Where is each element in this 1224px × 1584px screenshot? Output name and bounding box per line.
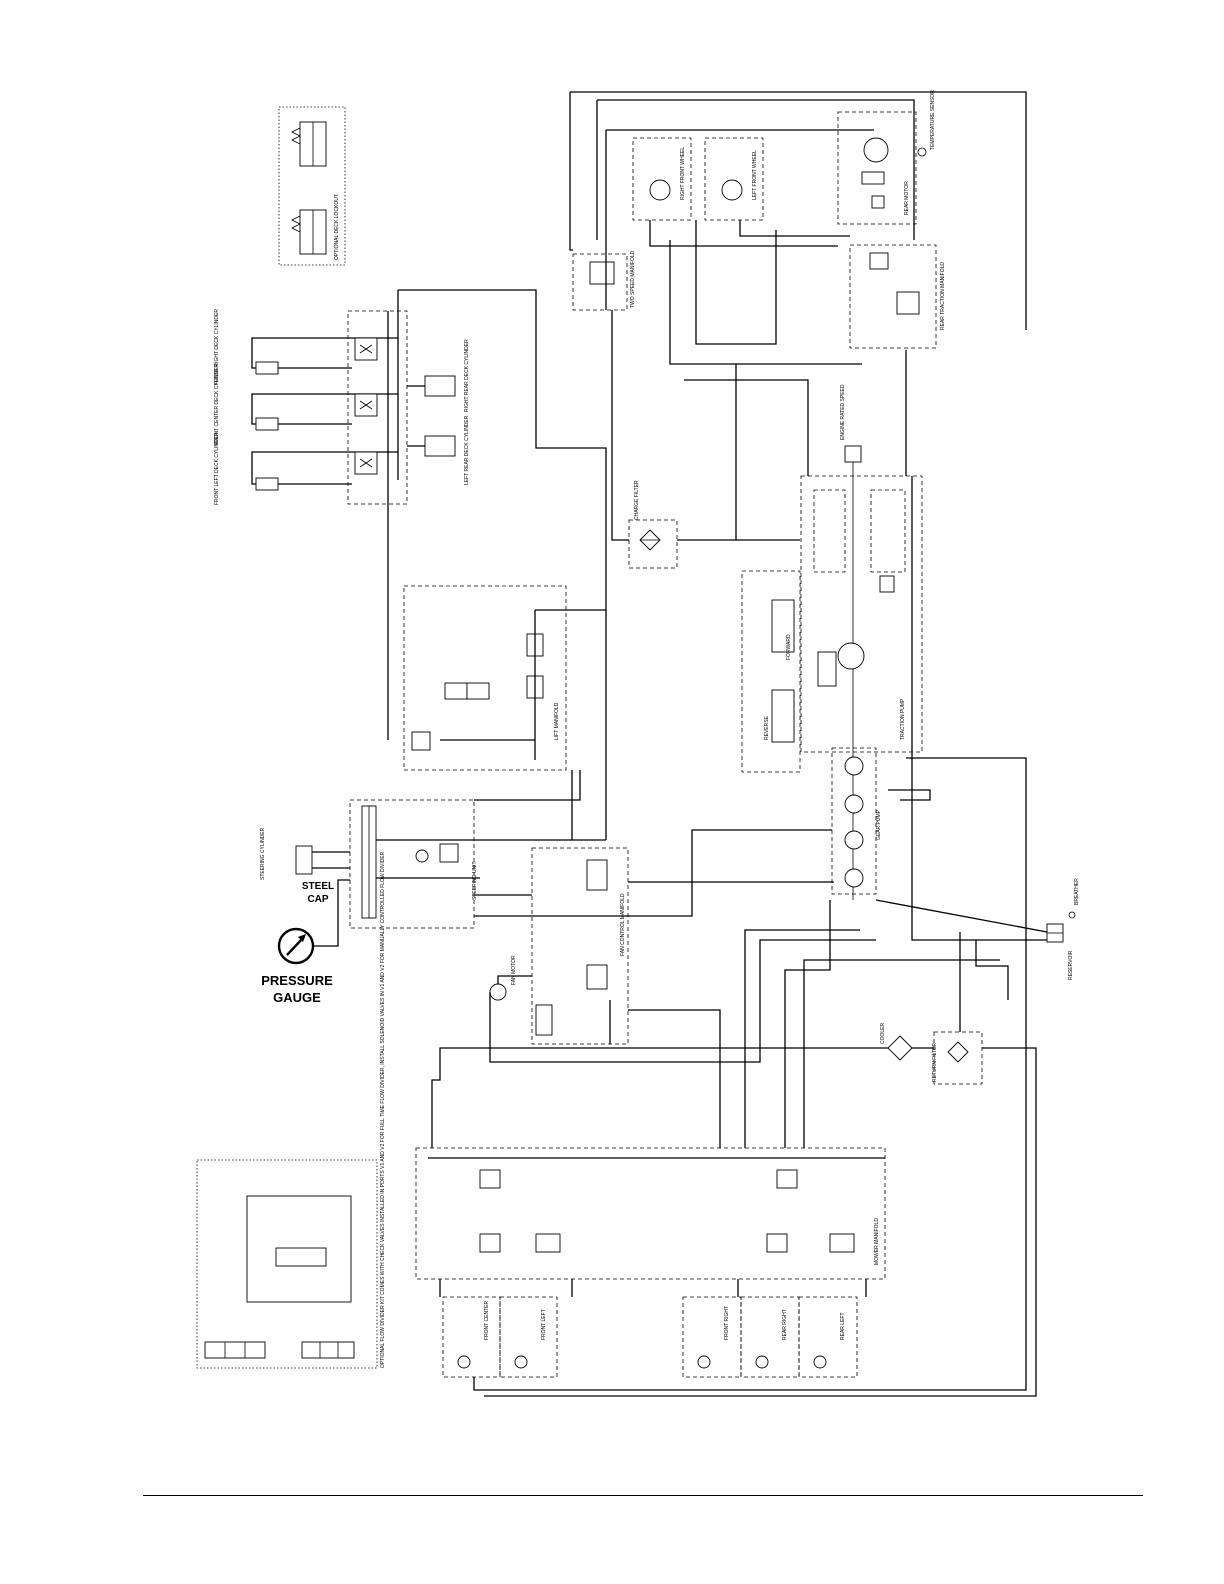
fan-control-manifold: FAN CONTROL MANIFOLD FAN MOTOR [489, 847, 629, 1045]
steering-unit: STEERING UNIT [349, 799, 606, 929]
right-front-wheel-label: RIGHT FRONT WHEEL [680, 147, 686, 200]
left-rear-cylinder-label: LEFT REAR DECK CYLINDER [464, 415, 470, 485]
rear-traction-manifold: REAR TRACTION MANIFOLD [849, 244, 946, 349]
two-speed-manifold: TWO SPEED MANIFOLD [572, 250, 636, 311]
mower-manifold-label: MOWER MANIFOLD [874, 1218, 880, 1265]
pressure-gauge [277, 879, 350, 965]
reel-front-right-label: FRONT RIGHT [724, 1306, 730, 1340]
lift-manifold: LIFT MANIFOLD [403, 585, 606, 771]
cooler-and-return-filter: COOLER RETURN FILTER [880, 1022, 983, 1085]
front-left-cylinder-label: FRONT LEFT DECK CYLINDER [214, 432, 220, 505]
deck-manifold-box [347, 290, 408, 740]
traction-pump-label: TRACTION PUMP [900, 698, 906, 740]
return-filter-label: RETURN FILTER [932, 1043, 938, 1082]
engine-speed-label: ENGINE RATED SPEED [840, 384, 846, 440]
reel-rear-left-label: REAR LEFT [840, 1312, 846, 1340]
deck-cylinders: FRONT RIGHT DECK CYLINDER FRONT CENTER D… [214, 309, 398, 505]
reservoir-label: RESERVOIR [1068, 950, 1074, 980]
pressure-gauge-callout: PRESSURE GAUGE [261, 973, 333, 1005]
reel-front-center-label: FRONT CENTER [484, 1301, 490, 1340]
front-wheel-motors: RIGHT FRONT WHEEL LEFT FRONT WHEEL [632, 137, 764, 221]
steering-cylinder-label: STEERING CYLINDER [260, 827, 266, 880]
front-center-cylinder-label: FRONT CENTER DECK CYLINDER [214, 364, 220, 445]
rear-motor-label: REAR MOTOR [904, 181, 910, 215]
rear-traction-manifold-label: REAR TRACTION MANIFOLD [940, 262, 946, 330]
two-speed-manifold-label: TWO SPEED MANIFOLD [630, 250, 636, 308]
steel-cap-callout: STEEL CAP [301, 881, 335, 905]
right-rear-cylinder-label: RIGHT REAR DECK CYLINDER [464, 339, 470, 412]
reel-front-left-label: FRONT LEFT [541, 1309, 547, 1340]
charge-filter-label: CHARGE FILTER [634, 480, 640, 520]
hydraulic-lines [398, 91, 1048, 1397]
optional-flow-divider-box: OPTIONAL FLOW DIVIDER KIT COMES WITH CHE… [196, 851, 386, 1369]
gear-pump-label: GEAR PUMP [876, 809, 882, 840]
front-right-cylinder-label: FRONT RIGHT DECK CYLINDER [214, 309, 220, 385]
lift-manifold-label: LIFT MANIFOLD [554, 702, 560, 740]
traction-pump: TRACTION PUMP ENGINE RATED SPEED FORWARD… [741, 384, 923, 900]
steering-cylinder: STEERING CYLINDER [260, 827, 350, 880]
steering-unit-label: STEERING UNIT [472, 861, 478, 900]
mower-manifold: MOWER MANIFOLD [415, 1147, 886, 1280]
breather-label: BREATHER [1074, 878, 1080, 905]
reel-motors: FRONT CENTER FRONT LEFT FRONT RIGHT REAR… [442, 1296, 858, 1378]
reverse-label-pump: REVERSE [764, 715, 770, 740]
left-front-wheel-label: LEFT FRONT WHEEL [752, 150, 758, 200]
fan-motor-label: FAN MOTOR [511, 955, 517, 985]
rear-motor: REAR MOTOR TEMPERATURE SENSOR [837, 90, 936, 225]
fan-control-manifold-label: FAN CONTROL MANIFOLD [620, 893, 626, 956]
reservoir: RESERVOIR BREATHER [1046, 878, 1080, 980]
charge-filter: CHARGE FILTER [628, 480, 678, 569]
flow-divider-note: OPTIONAL FLOW DIVIDER KIT COMES WITH CHE… [380, 851, 386, 1368]
optional-deck-lockout-label: OPTIONAL DECK LOCKOUT [334, 194, 340, 260]
forward-label-pump: FORWARD [786, 634, 792, 660]
gear-pump: GEAR PUMP [831, 747, 882, 895]
reel-rear-right-label: REAR RIGHT [782, 1309, 788, 1340]
temperature-sensor-label: TEMPERATURE SENSOR [930, 90, 936, 150]
footer-rule [143, 1495, 1143, 1496]
rear-deck-cylinders: RIGHT REAR DECK CYLINDER LEFT REAR DECK … [407, 339, 470, 485]
cooler-label: COOLER [880, 1022, 886, 1044]
optional-deck-lockout-box: OPTIONAL DECK LOCKOUT [278, 106, 346, 266]
